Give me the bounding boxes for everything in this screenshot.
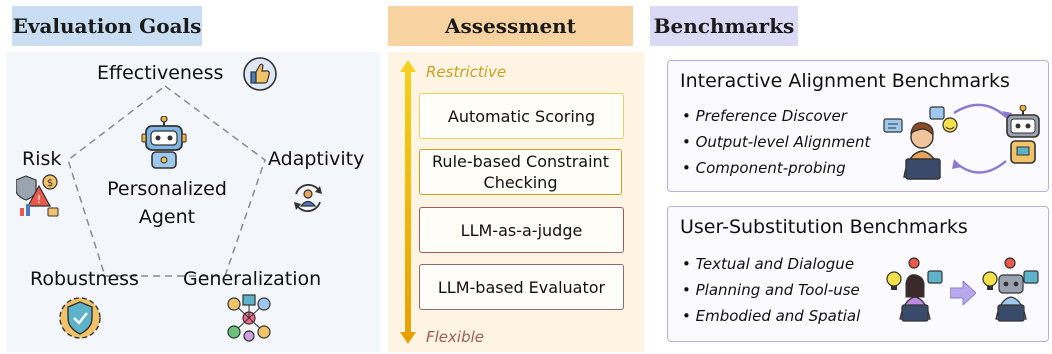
svg-text:$: $ (47, 178, 53, 189)
robot-icon (141, 116, 187, 169)
idea-robot-icon (982, 257, 1039, 322)
goal-robustness: Robustness (30, 268, 139, 290)
user-substitution-box: User-Substitution Benchmarks • Textual a… (667, 206, 1049, 342)
thumbs-up-icon (243, 57, 277, 91)
goal-generalization: Generalization (183, 268, 322, 290)
idea-user-icon (886, 257, 943, 322)
refresh-user-icon (294, 183, 322, 213)
substitution-item-3: • Embodied and Spatial (682, 307, 861, 325)
interactive-title: Interactive Alignment Benchmarks (680, 70, 1010, 92)
goal-risk: Risk (22, 148, 62, 170)
cycle-arrows-icon (952, 103, 1012, 174)
interactive-item-2: • Output-level Alignment (682, 133, 871, 151)
assessment-paradigms-header: Assessment Paradigms (388, 6, 633, 78)
substitution-item-1: • Textual and Dialogue (682, 255, 855, 273)
goal-effectiveness: Effectiveness (97, 62, 224, 84)
center-label-line2: Agent (138, 206, 196, 228)
goal-adaptivity: Adaptivity (268, 148, 365, 170)
substitution-title: User-Substitution Benchmarks (680, 216, 968, 238)
interactive-alignment-box: Interactive Alignment Benchmarks • Prefe… (667, 60, 1049, 192)
right-arrow-icon (950, 281, 976, 305)
paradigm-llm-evaluator: LLM-based Evaluator (419, 264, 624, 310)
center-label-line1: Personalized (107, 178, 227, 200)
network-icon (227, 294, 271, 342)
interactive-item-3: • Component-probing (682, 159, 846, 177)
shield-gear-icon (59, 297, 101, 339)
evaluation-goals-header: Evaluation Goals (12, 6, 202, 46)
risk-shield-icon: $ ! (16, 174, 59, 217)
flexible-label: Flexible (426, 328, 484, 346)
user-laptop-icon (883, 106, 958, 180)
paradigm-llm-judge: LLM-as-a-judge (419, 207, 624, 253)
substitution-item-2: • Planning and Tool-use (682, 281, 860, 299)
robot-icon (1006, 105, 1040, 164)
restrictive-flexible-arrow (400, 60, 416, 344)
svg-text:!: ! (37, 193, 41, 206)
benchmarks-header: Benchmarks (650, 6, 798, 46)
paradigm-rule-based: Rule-based Constraint Checking (419, 149, 622, 195)
goals-pentagon (67, 85, 266, 277)
interactive-item-1: • Preference Discover (682, 107, 847, 125)
paradigm-automatic-scoring: Automatic Scoring (419, 93, 624, 139)
restrictive-label: Restrictive (426, 63, 507, 81)
